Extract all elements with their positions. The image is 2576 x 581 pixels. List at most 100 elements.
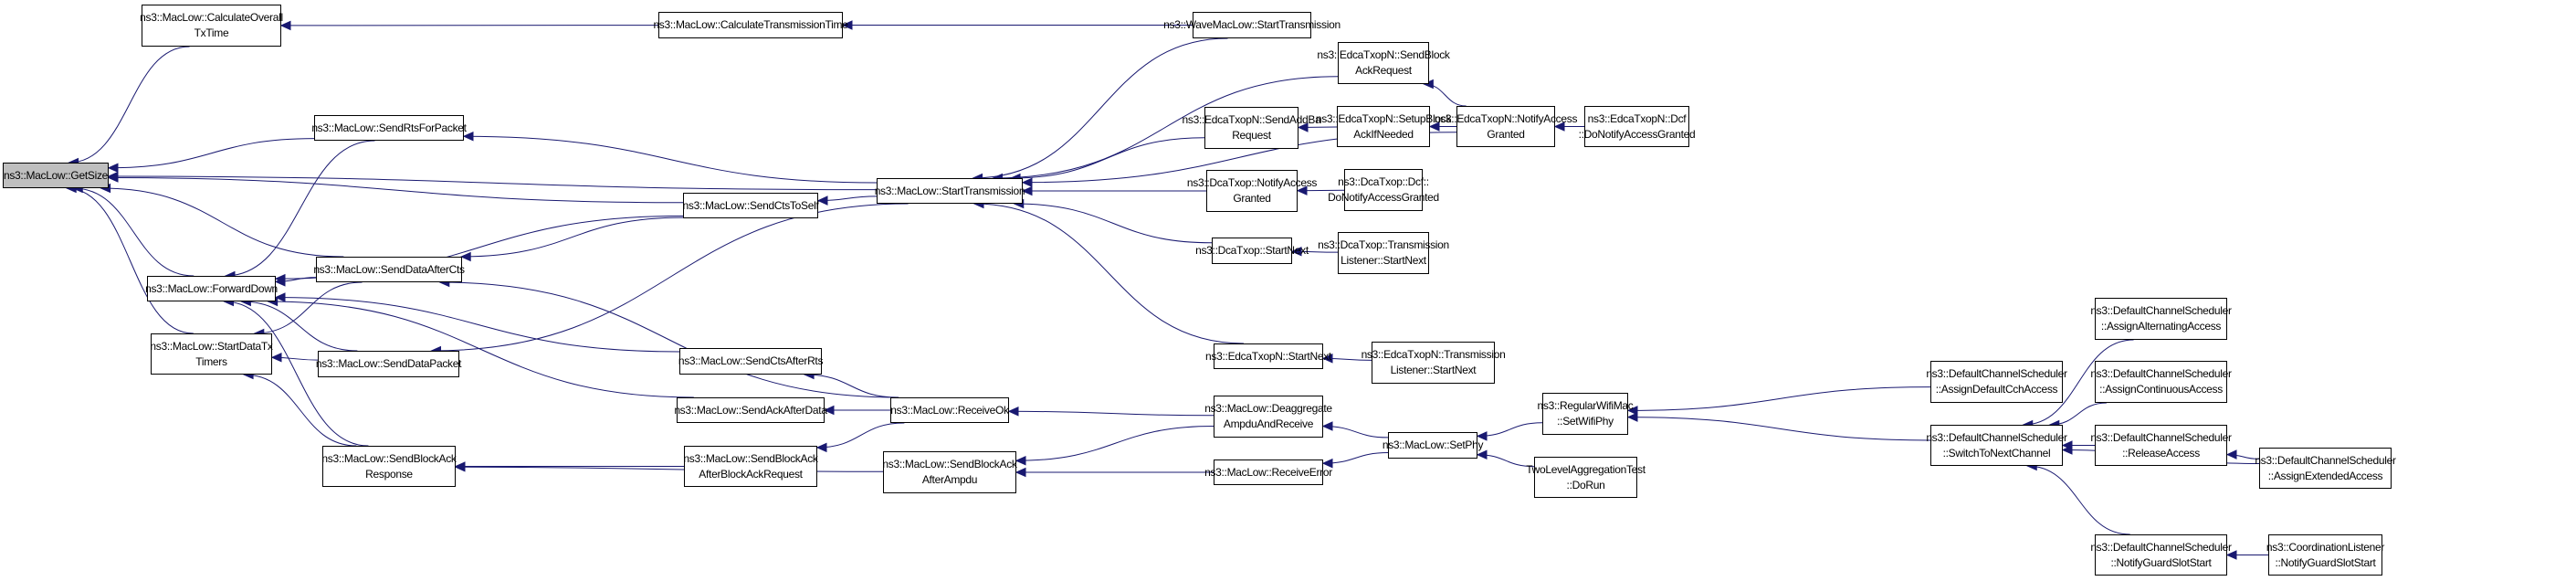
graph-node-starttx[interactable]: ns3::MacLow::StartTransmission [875,178,1025,204]
graph-node-wavestart[interactable]: ns3::WaveMacLow::StartTransmission [1163,12,1341,38]
arrowhead-icon [2225,550,2237,560]
edge-setphy-to-receiveerror [1322,452,1389,464]
graph-node-label: ns3::MacLow::SendBlockAck AfterBlockAckR… [683,451,818,481]
arrowhead-icon [1321,458,1333,469]
edge-dataaftercts-to-starttimers [254,281,363,334]
edge-receiveok-to-ctsafterrts [804,374,898,398]
graph-node-baafterampdu[interactable]: ns3::MacLow::SendBlockAck AfterAmpdu [882,451,1017,493]
graph-node-dcastartnext[interactable]: ns3::DcaTxop::StartNext [1195,238,1309,264]
arrowhead-icon [274,292,286,302]
graph-node-starttimers[interactable]: ns3::MacLow::StartDataTx Timers [150,333,273,375]
graph-node-assigndefault[interactable]: ns3::DefaultChannelScheduler ::AssignDef… [1926,361,2067,403]
graph-node-label: ns3::EdcaTxopN::SendBlock AckRequest [1317,48,1450,77]
graph-node-datapacket[interactable]: ns3::MacLow::SendDataPacket [315,351,462,377]
edge-sendrts-to-getsize [108,138,315,169]
graph-node-edcaaddba[interactable]: ns3::EdcaTxopN::SendAddBa Request [1183,107,1321,149]
graph-node-ctsafterrts[interactable]: ns3::MacLow::SendCtsAfterRts [678,348,823,375]
arrowhead-icon [1007,407,1019,417]
graph-node-assigncont[interactable]: ns3::DefaultChannelScheduler ::AssignCon… [2090,361,2232,403]
edge-switchnext-to-setwifiphy [1627,417,1931,441]
graph-node-forwarddown[interactable]: ns3::MacLow::ForwardDown [145,276,278,301]
graph-node-edcabar[interactable]: ns3::EdcaTxopN::SendBlock AckRequest [1317,42,1450,84]
graph-node-dcalistener[interactable]: ns3::DcaTxop::Transmission Listener::Sta… [1318,232,1449,274]
graph-node-baafterbar[interactable]: ns3::MacLow::SendBlockAck AfterBlockAckR… [683,446,818,487]
edge-guardslot-to-switchnext [2027,465,2130,535]
graph-node-dcadcf[interactable]: ns3::DcaTxop::Dcf:: DoNotifyAccessGrante… [1328,169,1439,211]
graph-node-label: ns3::EdcaTxopN::SendAddBa Request [1182,113,1321,142]
graph-node-ackafterdata[interactable]: ns3::MacLow::SendAckAfterData [674,397,827,423]
graph-node-label: ns3::MacLow::Deaggregate AmpduAndReceive [1204,402,1332,430]
graph-node-label: TwoLevelAggregationTest ::DoRun [1526,462,1645,491]
arrowhead-icon [1296,185,1308,195]
arrowhead-icon [1321,421,1333,431]
arrowhead-icon [279,20,291,31]
graph-node-baresponse[interactable]: ns3::MacLow::SendBlockAck Response [321,446,457,487]
edge-setwifiphy-to-setphy [1477,422,1543,437]
graph-node-label: ns3::EdcaTxopN::SetupBlock AckIfNeeded [1315,111,1452,141]
edge-setphy-to-deaggregate [1322,426,1389,438]
arrowhead-icon [462,131,474,142]
graph-node-dataaftercts[interactable]: ns3::MacLow::SendDataAfterCts [313,257,465,282]
graph-node-edcastartnext[interactable]: ns3::EdcaTxopN::StartNext [1205,343,1331,369]
graph-node-deaggregate[interactable]: ns3::MacLow::Deaggregate AmpduAndReceive [1204,396,1332,438]
graph-node-label: ns3::MacLow::SendBlockAck Response [321,451,457,481]
graph-node-label: ns3::DcaTxop::Transmission Listener::Sta… [1318,238,1449,267]
edge-ctstoself-to-getsize [108,177,684,204]
edge-dataaftercts-to-getsize [100,187,344,258]
graph-node-label: ns3::MacLow::GetSize [3,168,109,182]
arrowhead-icon [1476,449,1488,460]
arrowhead-icon [815,442,827,453]
graph-node-setwifiphy[interactable]: ns3::RegularWifiMac ::SetWifiPhy [1538,393,1634,435]
graph-node-getsize[interactable]: ns3::MacLow::GetSize [3,163,109,188]
graph-node-assignalt[interactable]: ns3::DefaultChannelScheduler ::AssignAlt… [2090,298,2232,340]
graph-node-label: ns3::EdcaTxopN::NotifyAccess Granted [1434,111,1578,141]
edge-datapacket-to-forwarddown [241,301,358,352]
graph-node-label: ns3::EdcaTxopN::Dcf ::DoNotifyAccessGran… [1578,111,1696,141]
edge-starttx-to-datapacket [431,203,909,352]
graph-node-label: ns3::MacLow::SendAckAfterData [674,403,827,417]
graph-node-label: ns3::MacLow::SendDataPacket [315,357,462,370]
arrowhead-icon [816,195,828,206]
graph-node-switchnext[interactable]: ns3::DefaultChannelScheduler ::SwitchToN… [1926,425,2067,466]
graph-node-edcanotify[interactable]: ns3::EdcaTxopN::NotifyAccess Granted [1435,106,1577,147]
arrowhead-icon [459,251,471,262]
graph-node-label: ns3::DcaTxop::NotifyAccess Granted [1186,176,1318,205]
graph-node-release[interactable]: ns3::DefaultChannelScheduler ::ReleaseAc… [2090,425,2232,466]
arrowhead-icon [1290,246,1302,257]
graph-node-guardslot[interactable]: ns3::DefaultChannelScheduler ::NotifyGua… [2090,534,2232,576]
arrowhead-icon [1476,431,1488,441]
graph-node-sendrts[interactable]: ns3::MacLow::SendRtsForPacket [311,115,467,141]
graph-node-calctx[interactable]: ns3::MacLow::CalculateTransmissionTime [653,12,848,38]
arrowhead-icon [841,20,853,30]
graph-node-label: ns3::DcaTxop::Dcf:: DoNotifyAccessGrante… [1328,175,1439,204]
edge-forwarddown-to-getsize [73,187,195,277]
graph-node-label: ns3::MacLow::SendBlockAck AfterAmpdu [882,458,1017,486]
graph-node-calcoverall[interactable]: ns3::MacLow::CalculateOverall TxTime [140,5,283,47]
graph-node-edcalistener[interactable]: ns3::EdcaTxopN::Transmission Listener::S… [1362,342,1506,384]
graph-node-ctstoself[interactable]: ns3::MacLow::SendCtsToSelf [683,193,819,218]
arrowhead-icon [823,405,835,416]
graph-node-setphy[interactable]: ns3::MacLow::SetPhy [1383,432,1483,459]
edge-wavestart-to-starttx [973,37,1228,179]
graph-node-label: ns3::MacLow::CalculateTransmissionTime [653,18,848,31]
graph-node-label: ns3::MacLow::ReceiveOk [890,403,1009,417]
edge-starttx-to-getsize [108,175,878,191]
graph-node-label: ns3::DcaTxop::StartNext [1195,244,1309,257]
graph-node-dcanotify[interactable]: ns3::DcaTxop::NotifyAccess Granted [1187,170,1317,212]
graph-node-assignext[interactable]: ns3::DefaultChannelScheduler ::AssignExt… [2255,448,2396,489]
graph-node-receiveerror[interactable]: ns3::MacLow::ReceiveError [1204,460,1332,485]
arrowhead-icon [2061,445,2073,455]
graph-node-label: ns3::CoordinationListener ::NotifyGuardS… [2266,540,2385,569]
edge-calcoverall-to-getsize [68,46,190,164]
edge-receiveok-to-baafterbar [816,422,905,449]
graph-node-edcadcf[interactable]: ns3::EdcaTxopN::Dcf ::DoNotifyAccessGran… [1579,106,1696,147]
graph-node-label: ns3::EdcaTxopN::Transmission Listener::S… [1361,348,1506,376]
edge-receiveok-to-dataaftercts [439,281,899,398]
graph-node-label: ns3::WaveMacLow::StartTransmission [1163,18,1341,31]
arrowhead-icon [2225,449,2237,460]
graph-node-edcasetup[interactable]: ns3::EdcaTxopN::SetupBlock AckIfNeeded [1316,106,1451,147]
graph-node-receiveok[interactable]: ns3::MacLow::ReceiveOk [890,397,1009,423]
graph-node-twolevel[interactable]: TwoLevelAggregationTest ::DoRun [1526,457,1645,498]
graph-node-coordlistener[interactable]: ns3::CoordinationListener ::NotifyGuardS… [2266,534,2385,576]
arrowhead-icon [1015,455,1026,466]
